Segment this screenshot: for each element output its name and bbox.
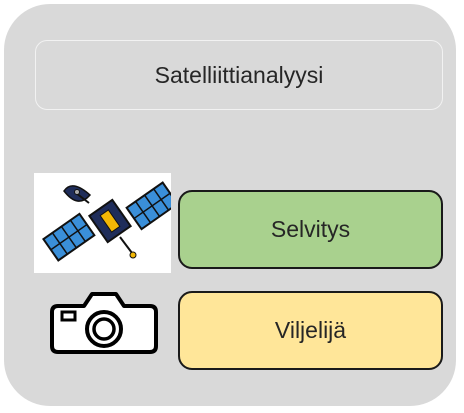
selvitys-button[interactable]: Selvitys xyxy=(178,190,443,269)
camera-icon xyxy=(48,290,160,354)
panel-title: Satelliittianalyysi xyxy=(35,40,443,110)
viljelija-button[interactable]: Viljelijä xyxy=(178,291,443,370)
satellite-icon xyxy=(34,173,179,273)
